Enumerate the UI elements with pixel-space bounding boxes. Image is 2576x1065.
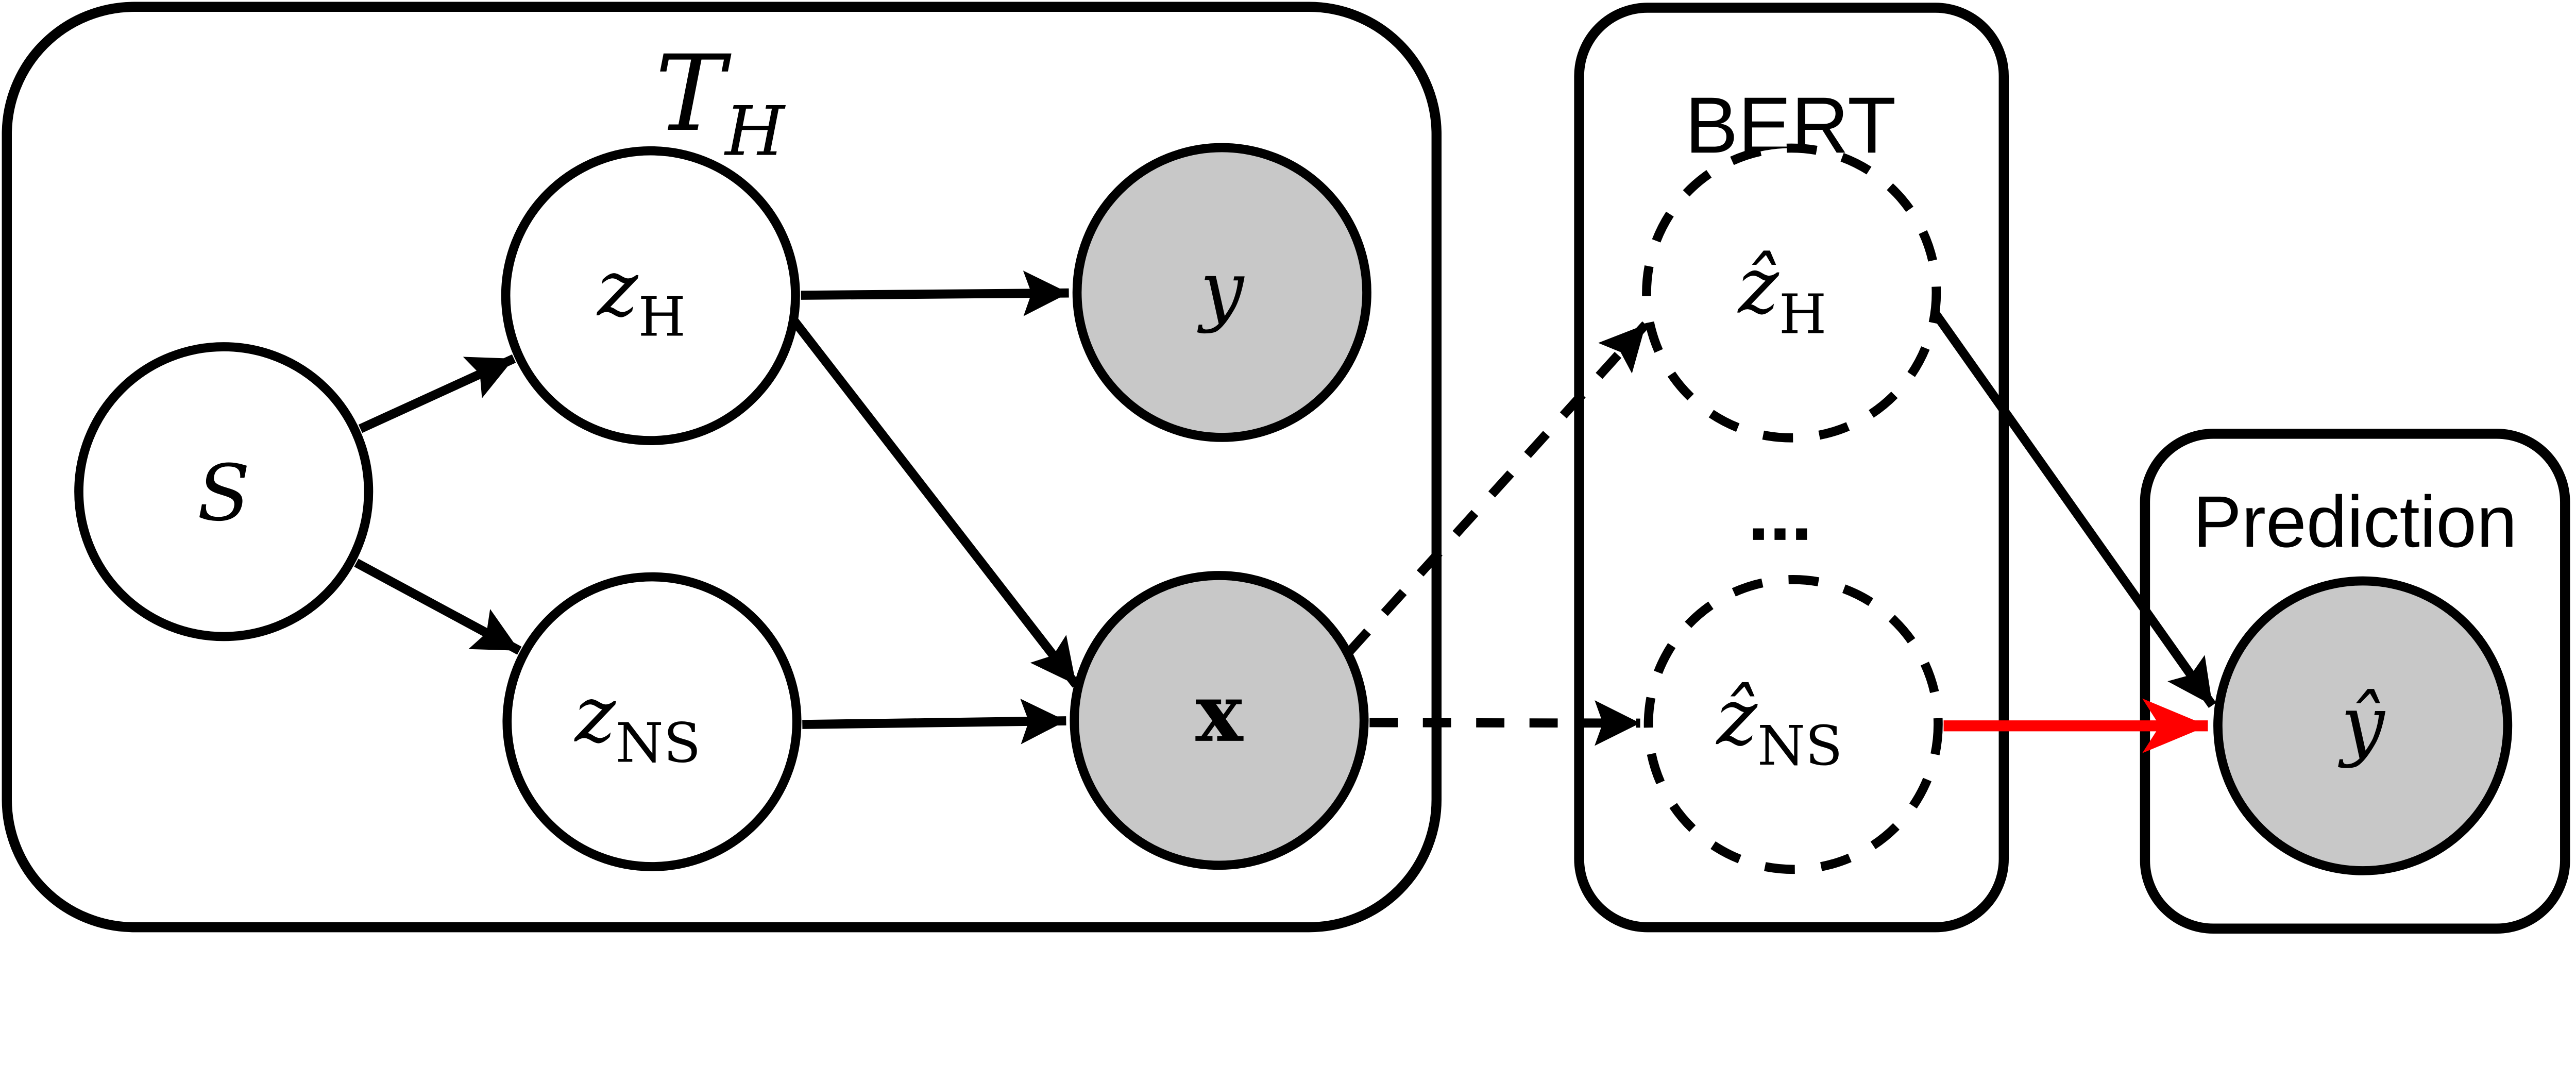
node-z-ns-label: zNS bbox=[574, 670, 701, 775]
node-zhat-ns-label: ẑNS bbox=[1716, 672, 1843, 778]
edge-zh-to-y bbox=[801, 271, 1069, 316]
box-th-title: TH bbox=[655, 32, 786, 172]
box-prediction-title: Prediction bbox=[2193, 481, 2517, 562]
node-yhat-circle bbox=[2213, 576, 2513, 875]
node-s-circle bbox=[74, 342, 374, 641]
node-zhat-ns-circle bbox=[1643, 575, 1943, 874]
node-y: y bbox=[1072, 143, 1371, 442]
node-zhat-h-label: ẑH bbox=[1737, 241, 1827, 347]
diagram-canvas: TH BERT Prediction S zH zNS y x ẑH ... bbox=[2, 2, 2570, 934]
node-z-h-label: zH bbox=[596, 244, 686, 349]
box-th-generative bbox=[2, 2, 1442, 933]
edge-s-to-zh bbox=[358, 354, 516, 433]
ellipsis-label: ... bbox=[1748, 470, 1812, 556]
node-zhat-h-circle bbox=[1642, 143, 1941, 443]
node-z-h: zH bbox=[501, 146, 800, 445]
node-yhat-label: ŷ bbox=[2338, 679, 2386, 769]
node-y-circle bbox=[1072, 143, 1371, 442]
node-z-ns-circle bbox=[502, 572, 802, 871]
causal-diagram: TH BERT Prediction S zH zNS y x ẑH ... bbox=[2, 2, 2570, 934]
node-x-circle bbox=[1070, 571, 1369, 870]
node-z-h-circle bbox=[501, 146, 800, 445]
node-zhat-ns: ẑNS bbox=[1643, 575, 1943, 874]
node-z-ns: zNS bbox=[502, 572, 802, 871]
edge-zh-to-x bbox=[789, 316, 1080, 688]
node-y-label: y bbox=[1197, 245, 1245, 335]
box-prediction bbox=[2140, 429, 2570, 934]
node-x-label: x bbox=[1195, 667, 1244, 760]
box-bert bbox=[1574, 3, 2009, 933]
edge-s-to-zns bbox=[354, 559, 522, 655]
node-s-label: S bbox=[197, 448, 250, 538]
edge-zhat-h-to-yhat bbox=[1931, 311, 2216, 708]
edge-x-to-zhat-h-dashed bbox=[1345, 321, 1649, 656]
node-s: S bbox=[74, 342, 374, 641]
node-zhat-h: ẑH bbox=[1642, 143, 1941, 443]
edge-zns-to-x bbox=[802, 699, 1066, 745]
node-yhat: ŷ bbox=[2213, 576, 2513, 875]
node-x: x bbox=[1070, 571, 1369, 870]
